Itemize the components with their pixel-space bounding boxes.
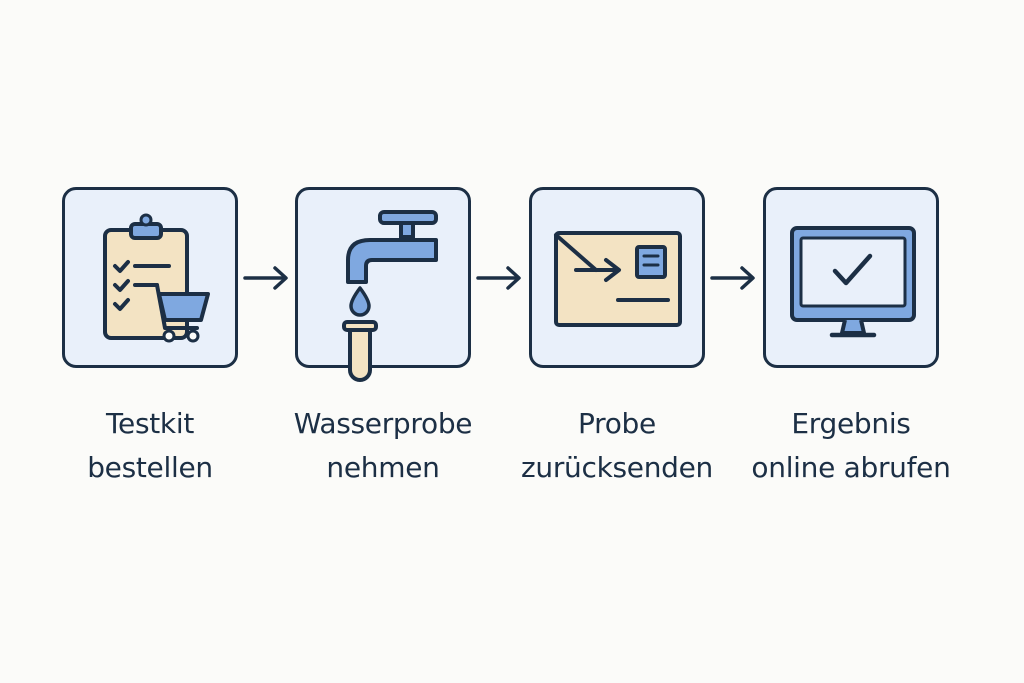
step-1-label: Testkit bestellen (35, 402, 265, 490)
step-3-label: Probe zurücksenden (502, 402, 732, 490)
step-2-label-line2: nehmen (326, 451, 440, 484)
water-tap-icon (342, 210, 438, 382)
arrow-right-icon (476, 266, 521, 290)
monitor-check-icon (790, 226, 916, 338)
arrow-right-icon (710, 266, 755, 290)
step-3-label-line2: zurücksenden (520, 451, 714, 484)
step-3-label-line1: Probe (578, 407, 656, 440)
step-3-box (529, 187, 705, 368)
arrow-right-icon (243, 266, 288, 290)
step-4-label-line1: Ergebnis (791, 407, 911, 440)
step-2-box (295, 187, 471, 382)
step-4-label-line2: online abrufen (751, 451, 951, 484)
step-4-box (763, 187, 939, 368)
step-1-label-line1: Testkit (105, 407, 194, 440)
step-4-label: Ergebnis online abrufen (736, 402, 966, 490)
envelope-icon (554, 231, 682, 327)
step-1-label-line2: bestellen (87, 451, 213, 484)
step-1-box (62, 187, 238, 368)
clipboard-cart-icon (103, 213, 210, 343)
step-2-label: Wasserprobe nehmen (268, 402, 498, 490)
step-2-label-line1: Wasserprobe (293, 407, 473, 440)
